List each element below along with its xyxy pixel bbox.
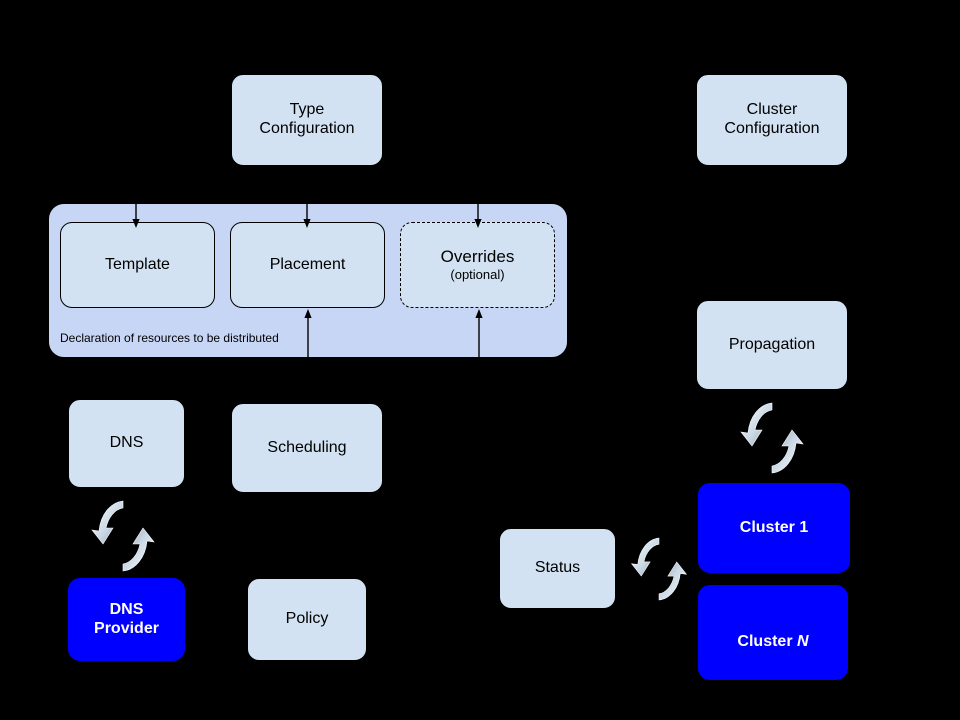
node-cluster-n[interactable]: Cluster N (698, 585, 848, 680)
node-cluster-1-label: Cluster 1 (739, 518, 809, 536)
arrow-up-into-placement (301, 309, 315, 381)
node-status-label: Status (534, 559, 581, 577)
node-propagation[interactable]: Propagation (696, 300, 848, 390)
node-dns-provider[interactable]: DNS Provider (68, 578, 185, 661)
node-template-label: Template (105, 255, 170, 273)
node-type-configuration[interactable]: Type Configuration (231, 74, 383, 166)
node-type-configuration-label: Type Configuration (259, 101, 355, 137)
node-overrides-label: Overrides (440, 247, 515, 267)
sync-circular-arrows-icon-propagation (737, 398, 807, 478)
arrow-down-to-overrides (471, 203, 485, 229)
node-dns-label: DNS (109, 434, 144, 452)
node-policy[interactable]: Policy (247, 578, 367, 661)
node-cluster-n-suffix: N (797, 632, 809, 650)
sync-circular-arrows-icon-status (628, 530, 690, 608)
node-dns-provider-label: DNS Provider (94, 600, 159, 637)
node-propagation-label: Propagation (728, 335, 816, 353)
node-cluster-n-label: Cluster N (737, 614, 808, 652)
node-cluster-1[interactable]: Cluster 1 (698, 483, 850, 573)
arrow-down-to-template (129, 203, 143, 229)
node-status[interactable]: Status (499, 528, 616, 609)
node-cluster-configuration[interactable]: Cluster Configuration (696, 74, 848, 166)
sync-circular-arrows-icon-dns (88, 497, 158, 575)
node-policy-label: Policy (285, 610, 329, 628)
node-scheduling-label: Scheduling (267, 438, 347, 456)
node-overrides[interactable]: Overrides (optional) (400, 222, 555, 308)
node-template[interactable]: Template (60, 222, 215, 308)
node-cluster-configuration-label: Cluster Configuration (724, 101, 820, 137)
arrow-down-to-placement (300, 203, 314, 229)
node-scheduling[interactable]: Scheduling (231, 403, 383, 493)
node-overrides-sublabel: (optional) (450, 267, 505, 283)
node-dns[interactable]: DNS (68, 399, 185, 488)
arrow-up-into-overrides (472, 309, 486, 381)
node-cluster-n-prefix: Cluster (737, 632, 797, 650)
node-placement-label: Placement (269, 255, 346, 273)
node-placement[interactable]: Placement (230, 222, 385, 308)
group-caption: Declaration of resources to be distribut… (60, 331, 279, 345)
